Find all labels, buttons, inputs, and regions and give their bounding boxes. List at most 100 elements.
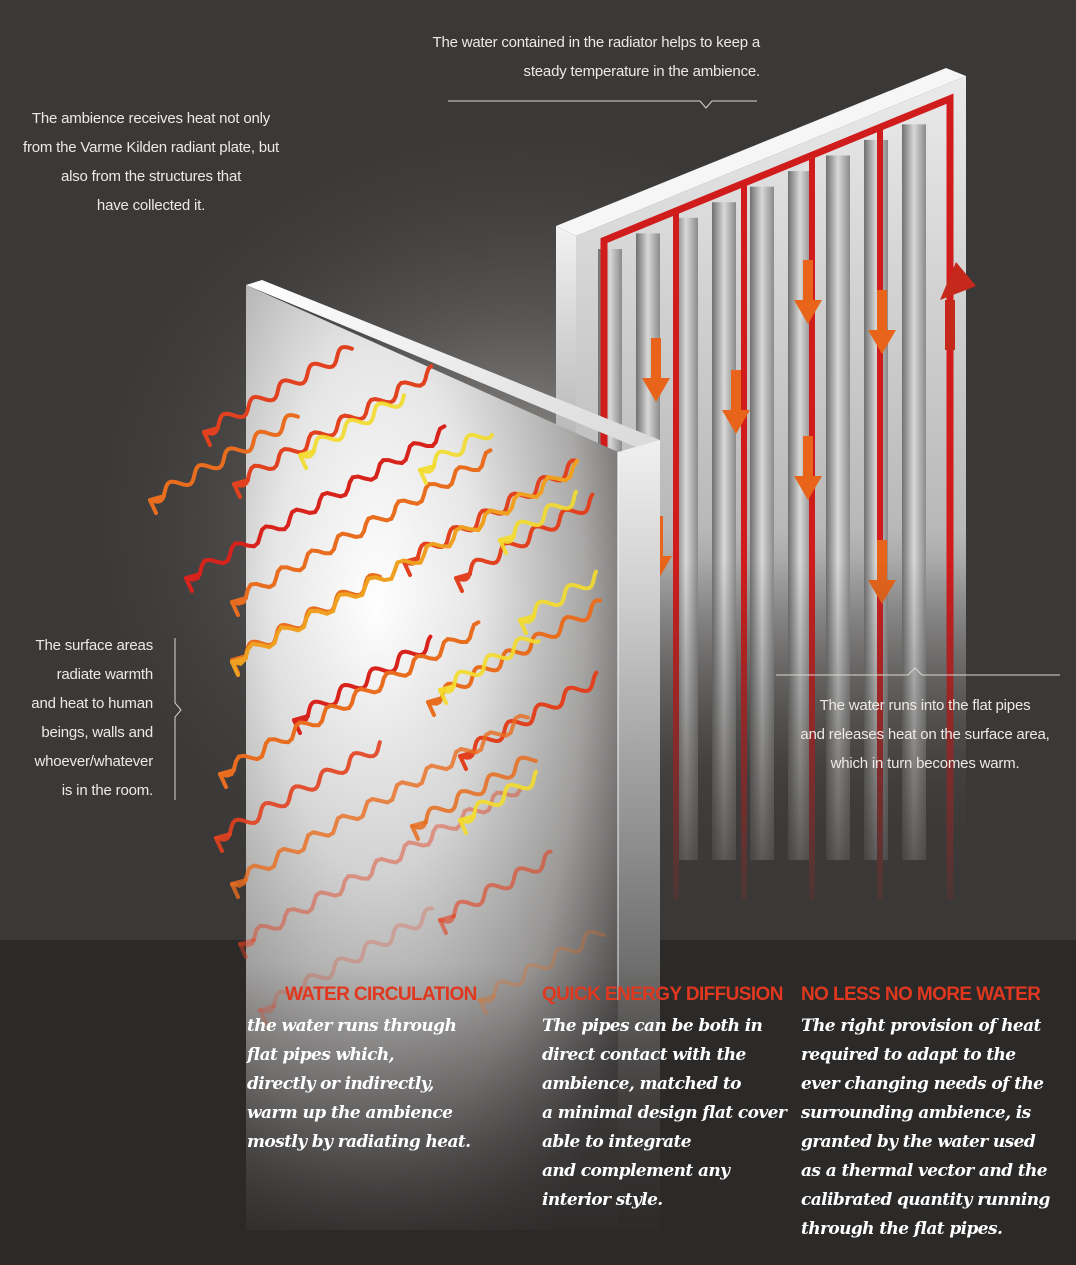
annotation-top-left: The ambience receives heat not only from… — [0, 104, 302, 220]
heat-wave-arrowhead — [230, 596, 248, 617]
column-title: NO LESS NO MORE WATER — [801, 984, 1041, 1005]
heat-wave — [292, 634, 433, 724]
return-arrow-shaft — [945, 300, 955, 350]
front-plate-top-edge — [246, 280, 660, 452]
heat-wave — [458, 670, 599, 760]
annotation-line: The water runs into the flat pipes — [819, 697, 1031, 714]
heat-wave-arrowhead — [148, 494, 166, 515]
column-body: The pipes can be both in direct contact … — [542, 1012, 787, 1215]
heat-wave-arrowhead — [458, 750, 476, 771]
column-body: the water runs through flat pipes which,… — [247, 1012, 477, 1157]
heat-wave-arrowhead — [298, 449, 316, 470]
heat-wave-arrowhead — [426, 696, 444, 717]
heat-wave — [438, 849, 553, 924]
mid-right-leader — [776, 667, 1060, 676]
heat-wave — [454, 492, 595, 582]
heat-wave — [214, 740, 382, 842]
flow-arrow-shaft — [731, 370, 741, 410]
flow-arrow-head — [868, 330, 896, 354]
annotation-mid-right: The water runs into the flat pipes and r… — [780, 691, 1070, 778]
column-water-circulation: WATER CIRCULATION the water runs through… — [247, 982, 477, 1157]
annotation-line: from the Varme Kilden radiant plate, but — [22, 139, 280, 156]
column-line: surrounding ambience, is — [801, 1103, 1031, 1123]
heat-wave — [230, 713, 530, 888]
flow-arrow-shaft — [651, 338, 661, 378]
column-title: QUICK ENERGY DIFFUSION — [542, 984, 783, 1005]
annotation-line: The surface areas — [35, 637, 154, 654]
heat-wave-arrowhead — [232, 478, 250, 499]
annotation-line: whoever/whatever — [34, 753, 153, 770]
annotation-line: steady temperature in the ambience. — [523, 63, 761, 80]
column-line: as a thermal vector and the — [801, 1161, 1048, 1181]
heat-wave — [238, 787, 522, 948]
heat-wave-arrowhead — [418, 464, 436, 485]
heat-wave-arrowhead — [218, 768, 236, 789]
heat-wave — [258, 906, 434, 1014]
column-line: a minimal design flat cover — [542, 1103, 787, 1123]
annotation-line: have collected it. — [96, 197, 206, 214]
heat-waves — [148, 344, 606, 1025]
column-line: direct contact with the — [542, 1045, 746, 1065]
flow-arrow-head — [794, 300, 822, 324]
heat-wave-arrowhead — [230, 878, 248, 899]
heat-wave — [202, 344, 354, 436]
annotation-line: which in turn becomes warm. — [830, 755, 1020, 772]
annotation-line: is in the room. — [61, 782, 153, 799]
column-line: able to integrate — [542, 1132, 692, 1152]
heat-wave — [232, 364, 434, 488]
heat-wave — [184, 424, 447, 582]
annotation-line: The ambience receives heat not only — [31, 110, 271, 127]
heat-wave-arrowhead — [438, 684, 456, 705]
heat-wave — [230, 458, 580, 666]
heat-wave — [218, 620, 481, 778]
mid-left-leader — [174, 638, 182, 800]
heat-wave — [410, 755, 538, 830]
column-quick-energy-diffusion: QUICK ENERGY DIFFUSION The pipes can be … — [542, 982, 787, 1215]
column-line: The right provision of heat — [801, 1016, 1041, 1036]
column-line: interior style. — [542, 1190, 663, 1210]
heat-wave — [478, 929, 606, 1004]
column-title: WATER CIRCULATION — [285, 984, 477, 1005]
heat-wave-arrowhead — [438, 914, 456, 935]
annotation-line: radiate warmth — [56, 666, 154, 683]
back-panel-bottom-fade — [576, 560, 966, 940]
column-line: The pipes can be both in — [542, 1016, 763, 1036]
heat-wave — [298, 393, 406, 459]
column-line: through the flat pipes. — [801, 1219, 1003, 1239]
annotation-mid-left: The surface areas radiate warmth and hea… — [0, 631, 153, 805]
return-arrow-head — [940, 262, 976, 300]
heat-wave-arrowhead — [292, 714, 310, 735]
heat-wave-arrowhead — [478, 994, 496, 1015]
annotation-line: The water contained in the radiator help… — [432, 34, 760, 51]
flow-arrow-head — [642, 378, 670, 402]
column-line: ambience, matched to — [542, 1074, 742, 1094]
back-panel-top-edge — [556, 68, 966, 236]
heat-wave — [230, 448, 493, 606]
heat-wave-arrowhead — [454, 572, 472, 593]
heat-wave — [438, 636, 541, 694]
column-line: mostly by radiating heat. — [247, 1132, 471, 1152]
annotation-line: beings, walls and — [41, 724, 153, 741]
heat-wave-arrowhead — [258, 1004, 276, 1025]
column-line: required to adapt to the — [801, 1045, 1016, 1065]
column-line: ever changing needs of the — [801, 1074, 1044, 1094]
heat-wave-arrowhead — [458, 814, 476, 835]
column-body: The right provision of heat required to … — [801, 1012, 1050, 1244]
heat-wave-arrowhead — [410, 820, 428, 841]
heat-wave-arrowhead — [184, 572, 202, 593]
heat-wave-arrowhead — [202, 426, 220, 447]
annotation-top-right: The water contained in the radiator help… — [420, 28, 760, 86]
flow-arrow-head — [794, 476, 822, 500]
column-line: warm up the ambience — [247, 1103, 453, 1123]
heat-wave-arrowhead — [230, 656, 248, 677]
annotation-leaders — [174, 100, 1060, 800]
heat-wave — [148, 412, 300, 504]
flow-arrow-head — [722, 410, 750, 434]
annotation-line: and heat to human — [31, 695, 153, 712]
annotation-line: and releases heat on the surface area, — [800, 726, 1050, 743]
annotation-line: also from the structures that — [60, 168, 242, 185]
top-right-leader — [448, 100, 757, 109]
heat-wave-arrowhead — [214, 832, 232, 853]
heat-wave-arrowhead — [238, 938, 256, 959]
